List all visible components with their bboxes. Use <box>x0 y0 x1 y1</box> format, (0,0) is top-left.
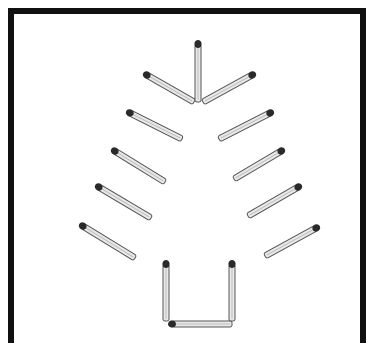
matchstick[interactable] <box>201 70 257 105</box>
match-head <box>228 260 235 268</box>
match-stick-grain <box>100 188 149 217</box>
matchstick[interactable] <box>77 221 136 261</box>
matchstick[interactable] <box>228 260 235 321</box>
match-stick-grain <box>236 152 280 178</box>
match-head <box>168 320 176 327</box>
matchstick[interactable] <box>246 182 303 219</box>
matchstick[interactable] <box>168 320 232 327</box>
matchstick[interactable] <box>125 108 184 142</box>
match-head <box>162 260 169 268</box>
match-stick-grain <box>84 227 133 257</box>
matches-group <box>77 40 321 328</box>
matchstick[interactable] <box>93 182 152 221</box>
matchstick[interactable] <box>217 108 275 142</box>
match-stick-grain <box>148 76 192 101</box>
matchstick[interactable] <box>162 260 169 321</box>
match-stick-grain <box>132 114 181 138</box>
frame-right-edge <box>360 8 366 343</box>
match-stick-grain <box>205 76 251 101</box>
matchstick[interactable] <box>232 146 286 182</box>
match-stick-grain <box>221 114 269 138</box>
match-stick-grain <box>267 229 315 255</box>
frame-left-edge <box>8 8 14 343</box>
match-stick-grain <box>250 188 297 215</box>
match-stick-grain <box>116 152 163 181</box>
matchstick[interactable] <box>263 223 321 259</box>
match-head <box>194 40 201 48</box>
matchstick[interactable] <box>194 40 201 102</box>
matchstick[interactable] <box>109 146 166 185</box>
frame-top-edge <box>8 8 366 14</box>
matchstick[interactable] <box>141 70 195 105</box>
